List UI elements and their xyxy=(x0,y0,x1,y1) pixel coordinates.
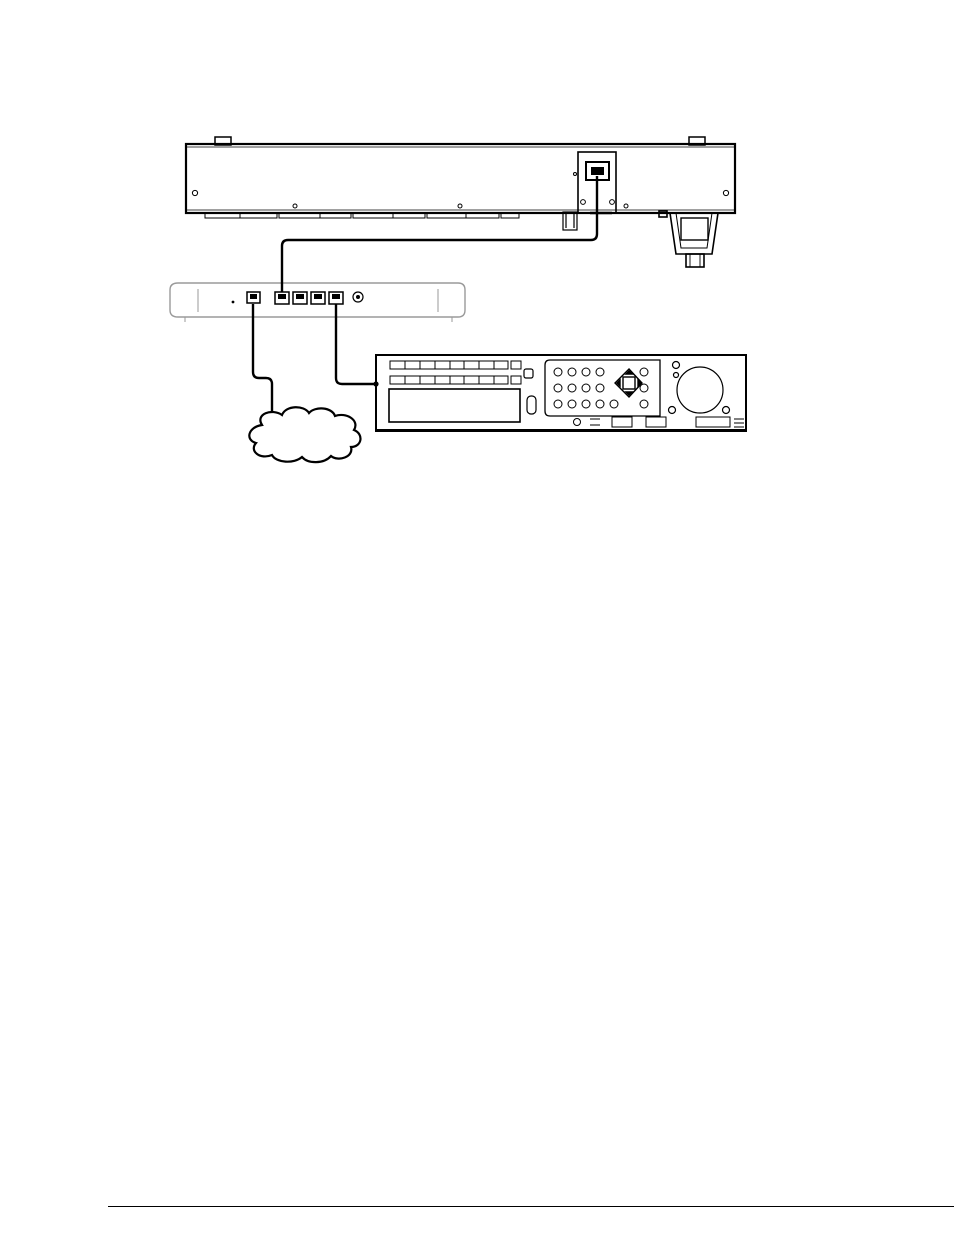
wan-port-icon xyxy=(247,292,260,303)
screw-icon xyxy=(192,173,728,209)
network-cloud-icon xyxy=(249,407,360,462)
front-unit xyxy=(376,355,746,431)
media-slot xyxy=(527,396,536,414)
lan-port-icon xyxy=(275,292,343,304)
network-switch-body xyxy=(170,283,465,317)
cable-rear-unit-to-switch xyxy=(282,176,597,292)
direction-pad-icon xyxy=(615,369,642,397)
network-switch xyxy=(170,283,465,322)
channel-buttons xyxy=(390,361,521,384)
power-connector-icon xyxy=(659,211,725,267)
power-button xyxy=(524,369,533,378)
cable-switch-to-front-unit xyxy=(336,304,376,384)
front-unit-bottom-ports xyxy=(574,417,745,427)
rear-unit-chassis xyxy=(186,144,735,213)
led-indicator xyxy=(232,301,235,304)
footer-rule xyxy=(108,1206,954,1207)
cable-switch-to-cloud xyxy=(253,304,272,420)
rear-unit xyxy=(186,137,735,267)
front-unit-chassis xyxy=(376,355,746,431)
jog-shuttle-dial-icon xyxy=(669,362,730,414)
power-jack-icon xyxy=(353,292,363,302)
connector-stub xyxy=(563,212,612,230)
front-display-window xyxy=(389,389,520,422)
